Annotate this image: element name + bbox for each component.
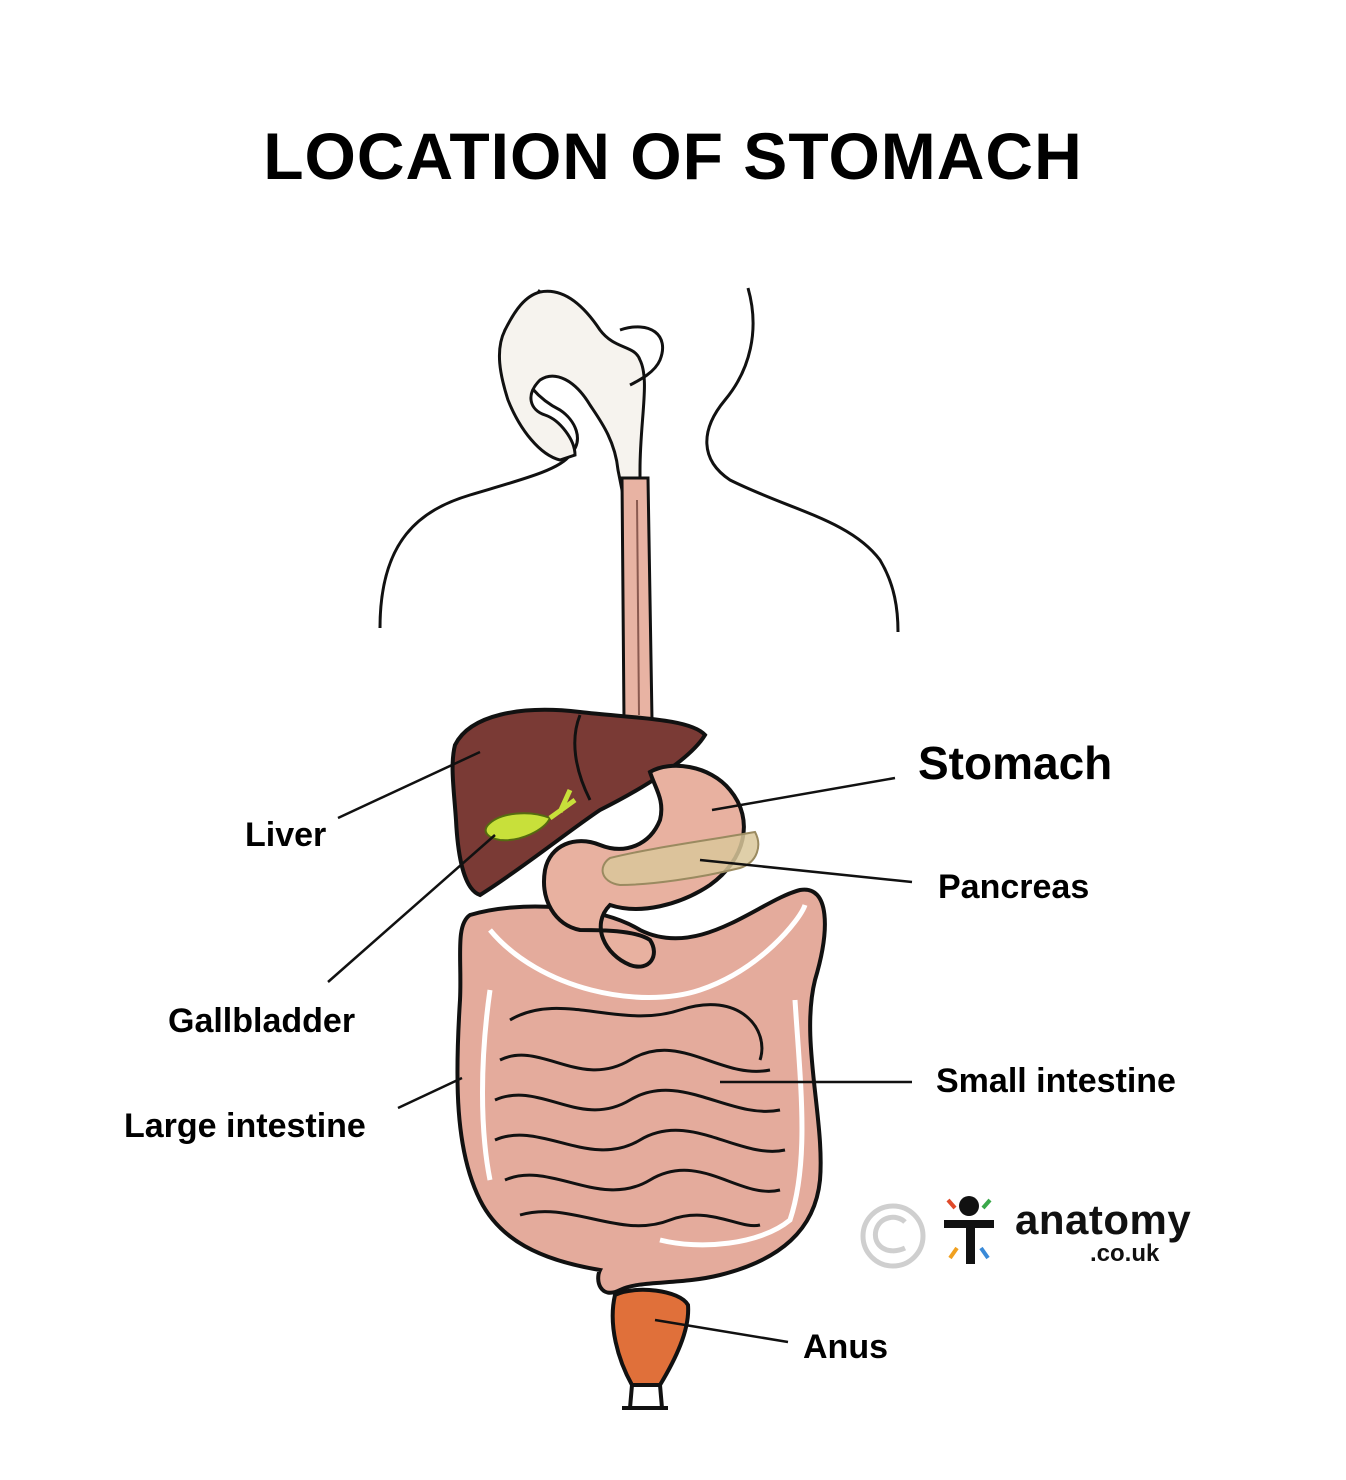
liver-shape <box>450 707 708 898</box>
label-stomach: Stomach <box>918 737 1113 789</box>
brand-domain: .co.uk <box>1090 1240 1160 1267</box>
head-pharynx <box>498 289 665 492</box>
anatomy-logo-icon <box>944 1196 994 1264</box>
leader-line-anus <box>654 1318 789 1344</box>
copyright-icon <box>860 1203 926 1269</box>
label-large-intestine: Large intestine <box>124 1107 366 1145</box>
gallbladder-shape <box>484 788 577 842</box>
pancreas-shape <box>601 830 760 887</box>
page-title: LOCATION OF STOMACH <box>263 119 1083 193</box>
esophagus <box>620 476 654 722</box>
anus-shape <box>610 1287 691 1410</box>
leader-line-liver <box>337 750 481 820</box>
label-pancreas: Pancreas <box>938 868 1090 906</box>
leader-line-stomach <box>711 776 896 812</box>
leader-line-pancreas <box>699 858 913 884</box>
small-intestine-shape <box>494 1003 786 1228</box>
leader-line-large-intestine <box>397 1076 463 1110</box>
label-anus: Anus <box>803 1328 888 1366</box>
leader-lines <box>327 750 913 1344</box>
brand-name: anatomy <box>1015 1196 1192 1243</box>
label-liver: Liver <box>245 816 327 854</box>
label-small-intestine: Small intestine <box>936 1062 1176 1100</box>
large-intestine-shape <box>455 887 827 1295</box>
label-gallbladder: Gallbladder <box>168 1002 356 1040</box>
leader-line-gallbladder <box>327 834 496 983</box>
